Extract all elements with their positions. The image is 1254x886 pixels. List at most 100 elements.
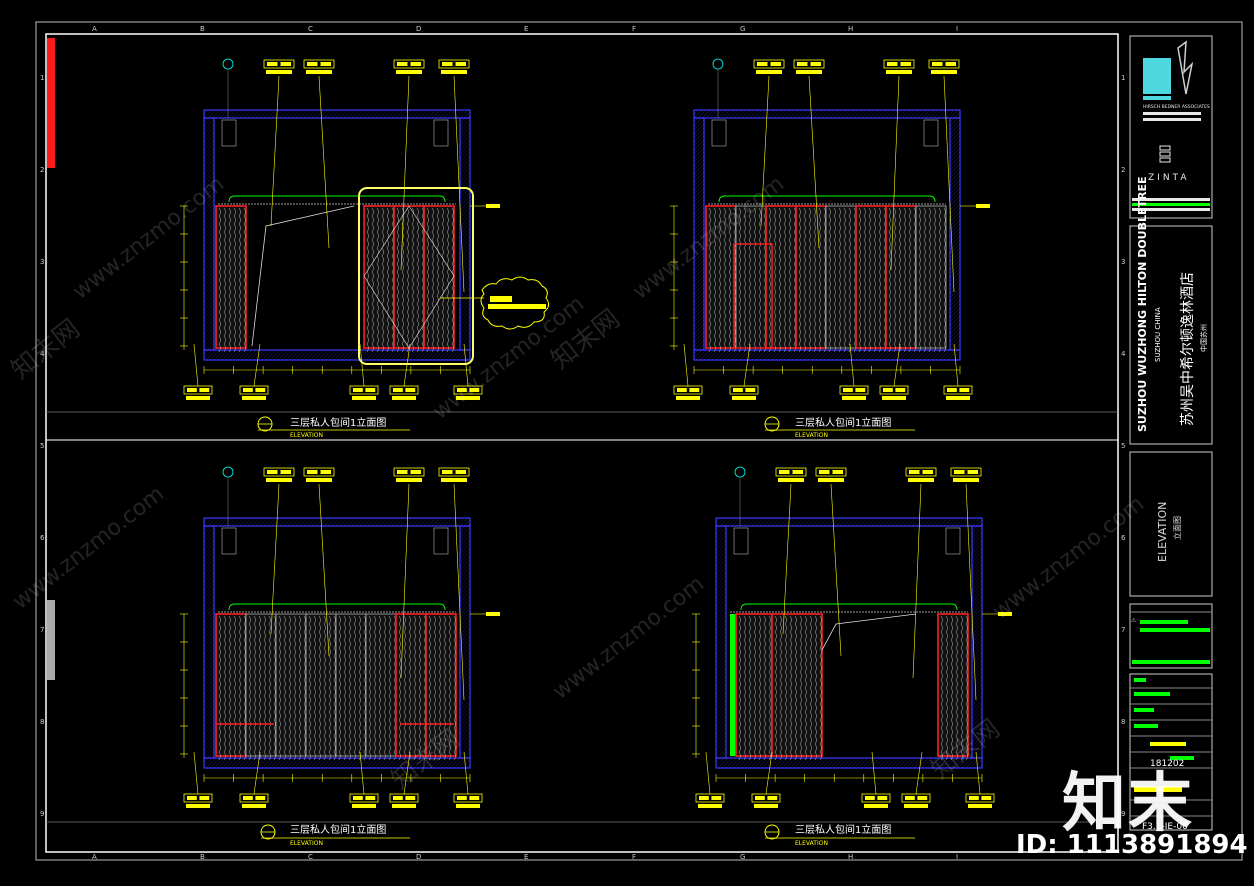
- wall-hatch: [203, 163, 215, 175]
- wall-hatch: [783, 349, 795, 361]
- tag-box: [793, 59, 825, 69]
- wall-hatch: [971, 611, 983, 623]
- wall-hatch: [459, 517, 469, 527]
- wall-hatch: [249, 757, 261, 769]
- wall-hatch: [283, 109, 293, 119]
- wall-hatch: [949, 167, 961, 179]
- wall-hatch: [203, 117, 213, 127]
- elevation-title-3: 三层私人包间1立面图 ELEVATION: [764, 823, 915, 847]
- tag-text: [908, 478, 934, 482]
- wall-hatch: [303, 517, 313, 527]
- wood-panel: [771, 613, 823, 757]
- project-location-en: SUZHOU CHINA: [1154, 307, 1162, 362]
- wood-grain: [378, 615, 381, 761]
- tag-fill: [410, 470, 421, 474]
- tag-text: [266, 478, 292, 482]
- wall-hatch: [297, 757, 309, 769]
- wall-hatch: [971, 619, 983, 631]
- wall-hatch: [455, 109, 465, 119]
- wall-hatch: [203, 683, 215, 695]
- wood-grain: [804, 615, 807, 761]
- wall-hatch: [971, 615, 983, 627]
- wall-hatch: [459, 167, 471, 179]
- tag-text: [352, 804, 376, 808]
- tag-fill: [199, 388, 210, 392]
- wall-hatch: [893, 757, 905, 769]
- wall-hatch: [947, 517, 957, 527]
- wall: [693, 349, 961, 361]
- leader-line: [193, 751, 199, 795]
- wall-hatch: [971, 631, 983, 643]
- wall-hatch: [459, 571, 471, 583]
- wall-hatch: [715, 743, 727, 755]
- wall-hatch: [327, 517, 337, 527]
- watermark-cn: 知末网 知末网 知末网 知末网: [6, 304, 1006, 796]
- wall-hatch: [203, 543, 215, 555]
- wall-hatch: [909, 109, 919, 119]
- wood-grain: [748, 615, 751, 761]
- wall-hatch: [459, 335, 471, 347]
- wall-hatch: [327, 109, 337, 119]
- wall-hatch: [331, 517, 341, 527]
- wall-hatch: [417, 757, 429, 769]
- wall-hatch: [949, 295, 961, 307]
- wall-hatch: [949, 211, 961, 223]
- wall-hatch: [215, 517, 225, 527]
- wall-hatch: [459, 147, 471, 159]
- wood-panel: [215, 613, 247, 757]
- wood-grain: [758, 615, 761, 761]
- wood-grain: [878, 207, 881, 353]
- wall-hatch: [849, 109, 859, 119]
- wall-hatch: [693, 295, 705, 307]
- wall-hatch: [971, 671, 983, 683]
- leader-line: [453, 75, 465, 293]
- wood-panel: [885, 205, 917, 349]
- wall-hatch: [303, 109, 313, 119]
- drawing-date: 181202: [1150, 759, 1184, 769]
- grid-row-label: 6: [40, 534, 45, 542]
- wall-hatch: [459, 631, 471, 643]
- wall-hatch: [367, 109, 377, 119]
- wall-hatch: [791, 349, 803, 361]
- wall-hatch: [203, 299, 215, 311]
- ceiling-cove: [718, 195, 936, 203]
- wall-hatch: [725, 757, 737, 769]
- wood-grain: [883, 207, 886, 353]
- wall-hatch: [221, 757, 233, 769]
- wood-grain: [945, 615, 948, 761]
- wall-hatch: [715, 583, 727, 595]
- wall: [715, 757, 983, 769]
- wall-hatch: [971, 723, 983, 735]
- wall-hatch: [235, 517, 245, 527]
- wood-grain: [393, 615, 396, 761]
- wall-hatch: [975, 751, 983, 759]
- wood-grain: [366, 207, 369, 353]
- wood-grain: [763, 207, 766, 353]
- wall-hatch: [447, 109, 457, 119]
- wall-hatch: [715, 623, 727, 635]
- wall-hatch: [971, 655, 983, 667]
- wall-hatch: [693, 311, 705, 323]
- wood-panel: [365, 613, 397, 757]
- wall-hatch: [203, 611, 215, 623]
- wall-hatch: [853, 109, 863, 119]
- wall-hatch: [881, 109, 891, 119]
- wall-hatch: [459, 295, 471, 307]
- wall-hatch: [457, 757, 469, 769]
- wall-hatch: [885, 109, 895, 119]
- wall-hatch: [949, 215, 961, 227]
- wall-hatch: [837, 109, 847, 119]
- wall-hatch: [717, 109, 727, 119]
- wall-hatch: [203, 263, 215, 275]
- wood-panel: [215, 205, 247, 349]
- wood-grain: [436, 207, 439, 353]
- wood-grain: [918, 207, 921, 353]
- wall-hatch: [693, 231, 705, 243]
- wall-hatch: [943, 349, 955, 361]
- wall-hatch: [341, 757, 353, 769]
- grid-col-label: I: [956, 25, 958, 33]
- wall-hatch: [701, 109, 711, 119]
- wall-hatch: [715, 719, 727, 731]
- wall-hatch: [363, 109, 373, 119]
- wall-hatch: [459, 299, 471, 311]
